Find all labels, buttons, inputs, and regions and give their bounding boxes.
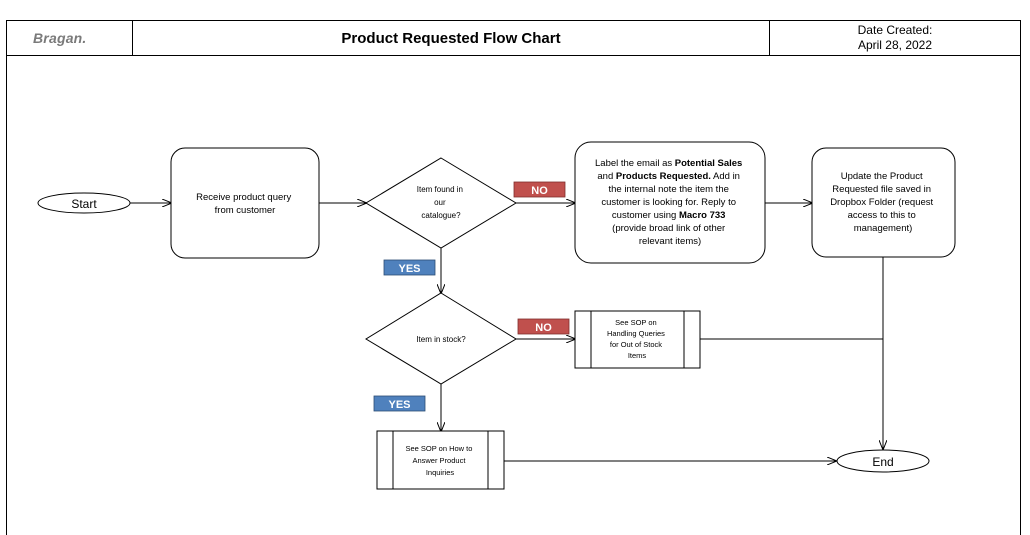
- item-in-stock-label: Item in stock?: [416, 335, 466, 344]
- bragan-logo: Bragan.: [33, 30, 87, 46]
- sop-answer-inquiries-text: See SOP on How to Answer Product Inquiri…: [405, 444, 474, 477]
- update-file-node: [811, 147, 956, 258]
- found-line: catalogue?: [421, 211, 461, 220]
- sop-out-line: Items: [628, 351, 647, 360]
- item-found-label: Item found in our catalogue?: [417, 185, 465, 220]
- label-line: and Products Requested. Add in: [597, 171, 740, 182]
- no-badge: [517, 318, 570, 335]
- no-badge: [513, 181, 566, 198]
- date-label: Date Created:: [857, 23, 933, 37]
- yes-badge: [383, 259, 436, 276]
- found-line: Item found in: [417, 185, 463, 194]
- found-line: our: [434, 198, 446, 207]
- date-cell: Date Created: April 28, 2022: [770, 21, 1020, 55]
- yes-badge: [373, 395, 426, 412]
- label-line: relevant items): [639, 236, 701, 247]
- item-in-stock-decision: [365, 292, 517, 385]
- sop-answer-line: See SOP on How to: [405, 444, 472, 453]
- label-email-node: [574, 141, 766, 264]
- page-title: Product Requested Flow Chart: [341, 29, 561, 47]
- update-line: management): [854, 223, 913, 234]
- sop-answer-line: Inquiries: [426, 468, 455, 477]
- label-email-text: Label the email as Potential Sales and P…: [595, 158, 745, 247]
- no-badge-label: NO: [531, 185, 548, 197]
- update-line: access to this to: [848, 210, 916, 221]
- stock-line: Item in stock?: [416, 335, 466, 344]
- date-value: April 28, 2022: [857, 38, 933, 52]
- start-node: [37, 192, 131, 214]
- update-file-text: Update the Product Requested file saved …: [830, 171, 936, 234]
- sop-answer-inquiries-node: [376, 430, 505, 490]
- label-line: Label the email as Potential Sales: [595, 158, 742, 169]
- receive-line: Receive product query: [196, 192, 291, 203]
- start-label: Start: [71, 197, 97, 211]
- no-badge-label: NO: [535, 322, 552, 334]
- receive-query-label: Receive product query from customer: [196, 192, 294, 216]
- receive-query-node: [170, 147, 320, 259]
- sop-out-of-stock-text: See SOP on Handling Queries for Out of S…: [607, 318, 667, 360]
- sop-out-of-stock-node: [574, 310, 701, 369]
- yes-badge-label: YES: [388, 399, 410, 411]
- sop-out-line: Handling Queries: [607, 329, 665, 338]
- end-node: [836, 449, 930, 473]
- label-line: (provide broad link of other: [612, 223, 725, 234]
- update-line: Dropbox Folder (request: [830, 197, 933, 208]
- sop-answer-line: Answer Product: [412, 456, 466, 465]
- yes-badge-label: YES: [398, 263, 420, 275]
- end-label: End: [872, 455, 893, 469]
- label-line: customer is looking for. Reply to: [601, 197, 736, 208]
- update-line: Requested file saved in: [832, 184, 931, 195]
- sop-out-line: See SOP on: [615, 318, 657, 327]
- label-line: the internal note the item the: [608, 184, 728, 195]
- title-cell: Product Requested Flow Chart: [133, 21, 770, 55]
- receive-line: from customer: [215, 205, 276, 216]
- update-line: Update the Product: [841, 171, 923, 182]
- sop-out-line: for Out of Stock: [610, 340, 662, 349]
- item-found-decision: [365, 157, 517, 249]
- logo-cell: Bragan.: [7, 21, 133, 55]
- label-line: customer using Macro 733: [612, 210, 726, 221]
- flowchart-frame: [6, 55, 1021, 535]
